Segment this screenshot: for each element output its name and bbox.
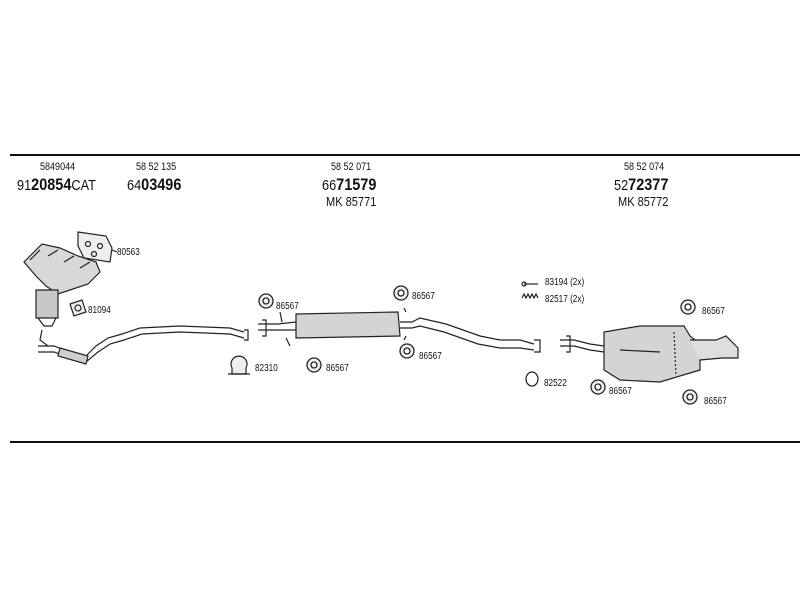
section-4-part-number: 5272377 [614,175,669,194]
bottom-divider-line [10,441,800,443]
rubber-hanger-icon [258,293,274,309]
rubber-hanger-icon [590,379,606,395]
section-2-top-number: 58 52 135 [136,161,177,173]
clamp-icon [228,355,250,375]
gasket-ring-icon [69,299,87,317]
rear-silencer-icon [560,325,739,383]
rubber-hanger-icon [399,343,415,359]
top-divider-line [10,154,800,156]
label-hanger-6: 86567 [609,386,632,397]
front-pipe-icon [38,325,249,365]
label-hanger-2: 86567 [326,363,349,374]
section-3-top-number: 58 52 071 [331,161,372,173]
label-ring-2: 82522 [544,378,567,389]
label-hanger-3: 86567 [412,291,435,302]
small-part-bolt-icon [521,281,538,287]
label-clamp-1: 82310 [255,363,278,374]
label-hanger-5: 86567 [702,306,725,317]
label-small-part-1: 83194 (2x) [545,277,585,288]
rubber-hanger-icon [682,389,698,405]
label-hanger-4: 86567 [419,351,442,362]
label-small-part-2: 82517 (2x) [545,294,585,305]
sealing-ring-icon [525,371,539,387]
middle-silencer-icon [258,307,541,353]
section-1-part-number: 9120854CAT [17,175,96,194]
section-2-part-number: 6403496 [127,175,182,194]
section-3-part-number: 6671579 [322,175,377,194]
rubber-hanger-icon [306,357,322,373]
manifold-gasket-icon [77,231,118,263]
section-3-kit-number: MK 85771 [326,194,377,209]
section-4-top-number: 58 52 074 [624,161,665,173]
rubber-hanger-icon [393,285,409,301]
label-gasket-ring: 81094 [88,305,111,316]
label-hanger-7: 86567 [704,396,727,407]
exhaust-manifold-icon [23,243,101,347]
label-gasket-manifold: 80563 [117,247,140,258]
rubber-hanger-icon [680,299,696,315]
label-hanger-1: 86567 [276,301,299,312]
small-part-spring-icon [521,292,539,300]
section-4-kit-number: MK 85772 [618,194,669,209]
section-1-top-number: 5849044 [40,161,76,173]
